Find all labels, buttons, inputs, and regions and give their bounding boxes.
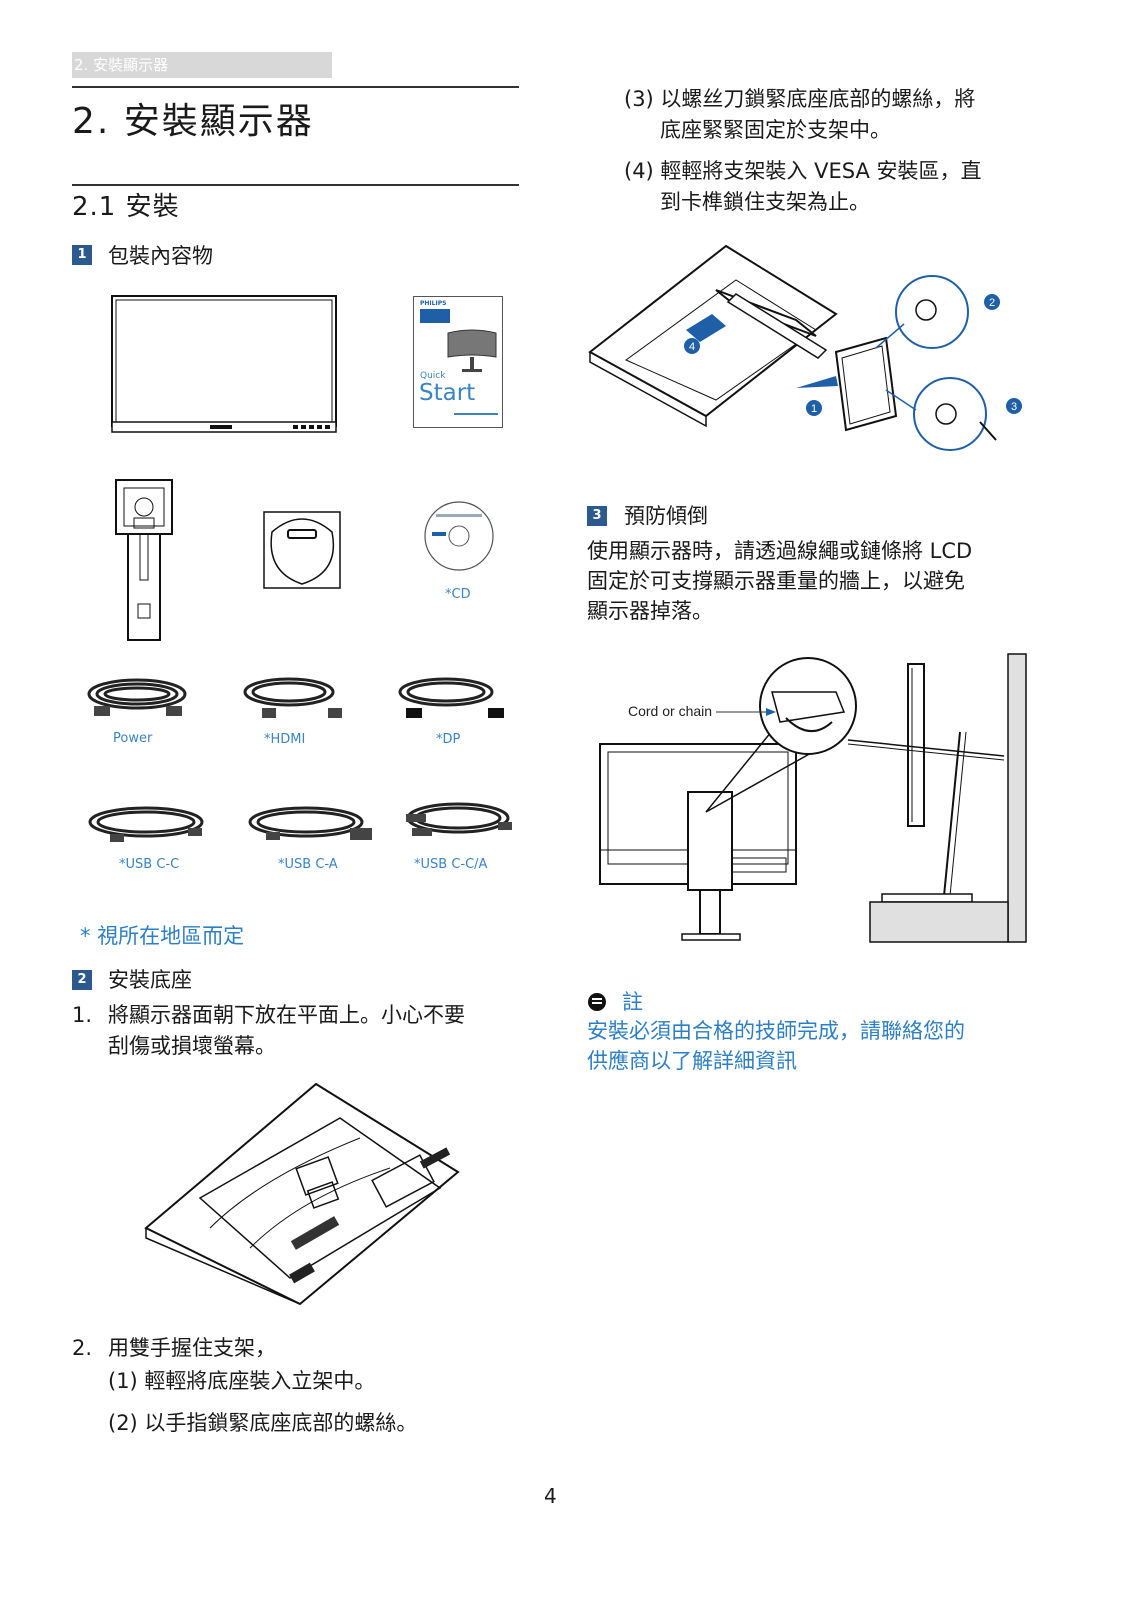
section-badge-1: 1: [72, 245, 92, 265]
marker-2: 2: [989, 297, 995, 309]
power-cable-illustration: [87, 678, 187, 716]
hdmi-cable-label: *HDMI: [264, 732, 306, 747]
marker-1: 1: [811, 403, 817, 415]
step2-sub4-line1: (4) 輕輕將支架裝入 VESA 安裝區，直: [624, 159, 982, 183]
cd-illustration: [424, 501, 494, 571]
step2-sub4-line2: 到卡榫鎖住支架為止。: [660, 190, 870, 214]
usb-cc-cable-label: *USB C-C: [119, 857, 180, 872]
chapter-rule: [72, 86, 519, 88]
hdmi-cable-illustration: [243, 677, 342, 718]
tip-line1: 使用顯示器時，請透過線繩或鏈條將 LCD: [587, 539, 973, 563]
booklet-brand: PHILIPS: [420, 300, 447, 307]
monitor-front-illustration: [111, 295, 337, 433]
step2-sub3-line1: (3) 以螺丝刀鎖緊底座底部的螺絲，將: [624, 87, 976, 111]
power-cable-label: Power: [113, 731, 153, 746]
section-badge-3: 3: [587, 506, 607, 526]
note-title: 註: [622, 990, 643, 1014]
step2-sub2: (2) 以手指鎖緊底座底部的螺絲。: [108, 1411, 418, 1435]
step1-number: 1.: [72, 1003, 93, 1027]
booklet-monitor-image: [447, 329, 497, 372]
step2-sub1: (1) 輕輕將底座裝入立架中。: [108, 1369, 376, 1393]
tip-line3: 顯示器掉落。: [587, 599, 713, 623]
quick-start-booklet: PHILIPS Quick Start: [413, 296, 503, 428]
step2-text: 用雙手握住支架，: [108, 1336, 276, 1360]
base-illustration: [263, 511, 341, 589]
chapter-title: 2. 安裝顯示器: [72, 101, 314, 142]
note-line1: 安裝必須由合格的技師完成，請聯絡您的: [587, 1019, 965, 1043]
wall-anchor-illustration: Cord or chain: [599, 653, 1027, 943]
cord-chain-label: Cord or chain: [628, 703, 712, 719]
section-title: 2.1 安裝: [72, 192, 180, 222]
tip-prevention-title: 預防傾倒: [624, 504, 708, 528]
step1-line2: 刮傷或損壞螢幕。: [108, 1034, 276, 1058]
tip-line2: 固定於可支撐顯示器重量的牆上，以避免: [587, 569, 965, 593]
stand-assembly-illustration: 4 1 2 3: [588, 244, 1022, 451]
booklet-start: Start: [419, 380, 476, 406]
page-number: 4: [544, 1484, 557, 1508]
usb-ca-cable-label: *USB C-A: [278, 857, 338, 872]
usb-ca-cable-illustration: [248, 806, 372, 840]
monitor-facedown-illustration: [144, 1082, 460, 1306]
header-tab: 2. 安裝顯示器: [72, 52, 332, 78]
booklet-footer-line: [454, 413, 498, 415]
step2-sub3-line2: 底座緊緊固定於支架中。: [660, 118, 891, 142]
region-note: * 視所在地區而定: [80, 924, 245, 948]
cd-label: *CD: [445, 587, 471, 602]
dp-cable-illustration: [398, 677, 504, 718]
note-line2: 供應商以了解詳細資訊: [587, 1049, 797, 1073]
stand-illustration: [115, 479, 173, 641]
usb-cc-cable-illustration: [88, 806, 204, 842]
section-badge-2: 2: [72, 970, 92, 990]
usb-cca-cable-label: *USB C-C/A: [414, 857, 488, 872]
marker-3: 3: [1011, 401, 1017, 413]
dp-cable-label: *DP: [436, 732, 461, 747]
section-rule: [72, 184, 519, 186]
install-base-title: 安裝底座: [108, 968, 192, 992]
usb-cca-cable-illustration: [406, 802, 512, 836]
booklet-color-block: [420, 309, 450, 323]
step2-number: 2.: [72, 1336, 93, 1360]
booklet-quick: Quick: [420, 371, 446, 381]
step1-line1: 將顯示器面朝下放在平面上。小心不要: [108, 1003, 465, 1027]
marker-4: 4: [689, 341, 695, 353]
package-contents-title: 包裝內容物: [108, 244, 213, 268]
note-icon: [588, 993, 606, 1011]
